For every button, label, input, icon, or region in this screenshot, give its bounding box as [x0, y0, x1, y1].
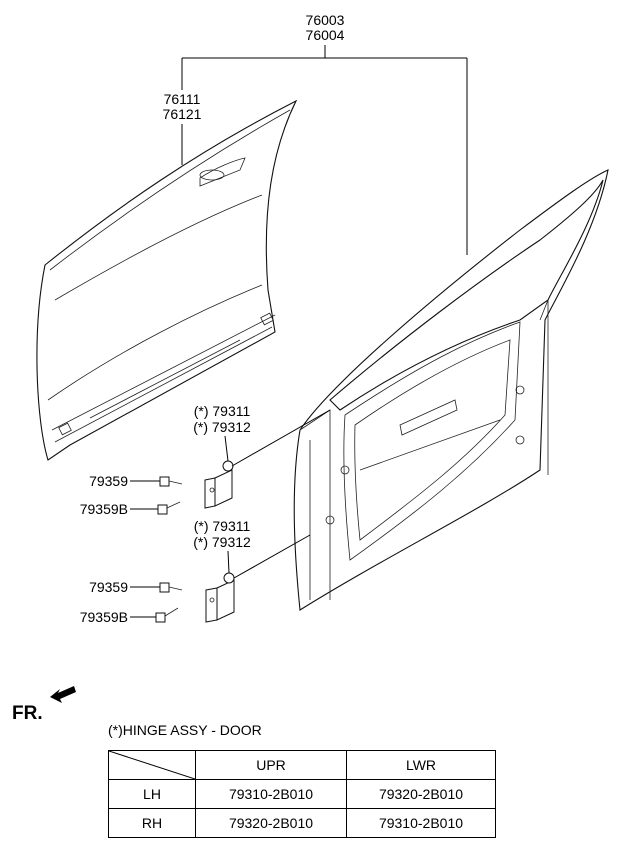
row-upr: 79310-2B010 — [195, 779, 347, 809]
label-panel-1: 76111 — [164, 91, 201, 107]
door-inner-frame — [293, 169, 609, 611]
upper-bolt-b — [130, 501, 181, 515]
door-outer-panel — [36, 99, 298, 461]
row-side: RH — [108, 808, 196, 838]
table-header-row: UPR LWR — [108, 750, 496, 780]
label-hinge-upper-2: (*) 79312 — [193, 419, 251, 435]
label-bolt-upper-b: 79359B — [80, 501, 128, 517]
table-row: RH 79320-2B010 79310-2B010 — [108, 808, 496, 838]
lower-hinge — [205, 534, 311, 623]
row-lwr: 79320-2B010 — [346, 779, 496, 809]
row-side: LH — [108, 779, 196, 809]
hinge-assy-table: UPR LWR LH 79310-2B010 79320-2B010 RH 79… — [108, 750, 496, 838]
hinge-table-title: (*)HINGE ASSY - DOOR — [108, 722, 262, 738]
label-hinge-lower-2: (*) 79312 — [193, 534, 251, 550]
front-indicator-label: FR. — [12, 703, 43, 724]
label-bolt-upper-a: 79359 — [89, 473, 128, 489]
header-upr: UPR — [195, 750, 347, 780]
table-corner-cell — [108, 750, 196, 780]
row-upr: 79320-2B010 — [195, 808, 347, 838]
label-door-assy-2: 76004 — [306, 27, 345, 43]
header-lwr: LWR — [346, 750, 496, 780]
lower-bolt-b — [130, 607, 179, 623]
label-bolt-lower-b: 79359B — [80, 609, 128, 625]
label-bolt-lower-a: 79359 — [89, 579, 128, 595]
door-assy-leader — [181, 45, 468, 255]
front-arrow-icon — [50, 686, 76, 703]
upper-hinge — [204, 409, 331, 509]
row-lwr: 79310-2B010 — [346, 808, 496, 838]
lower-bolt-a — [130, 582, 183, 593]
label-door-assy-1: 76003 — [306, 12, 345, 28]
label-hinge-lower-1: (*) 79311 — [194, 518, 251, 534]
label-hinge-upper-1: (*) 79311 — [194, 403, 251, 419]
label-panel-2: 76121 — [163, 106, 202, 122]
table-row: LH 79310-2B010 79320-2B010 — [108, 779, 496, 809]
corner-diagonal — [109, 751, 195, 779]
upper-bolt-a — [130, 476, 183, 487]
